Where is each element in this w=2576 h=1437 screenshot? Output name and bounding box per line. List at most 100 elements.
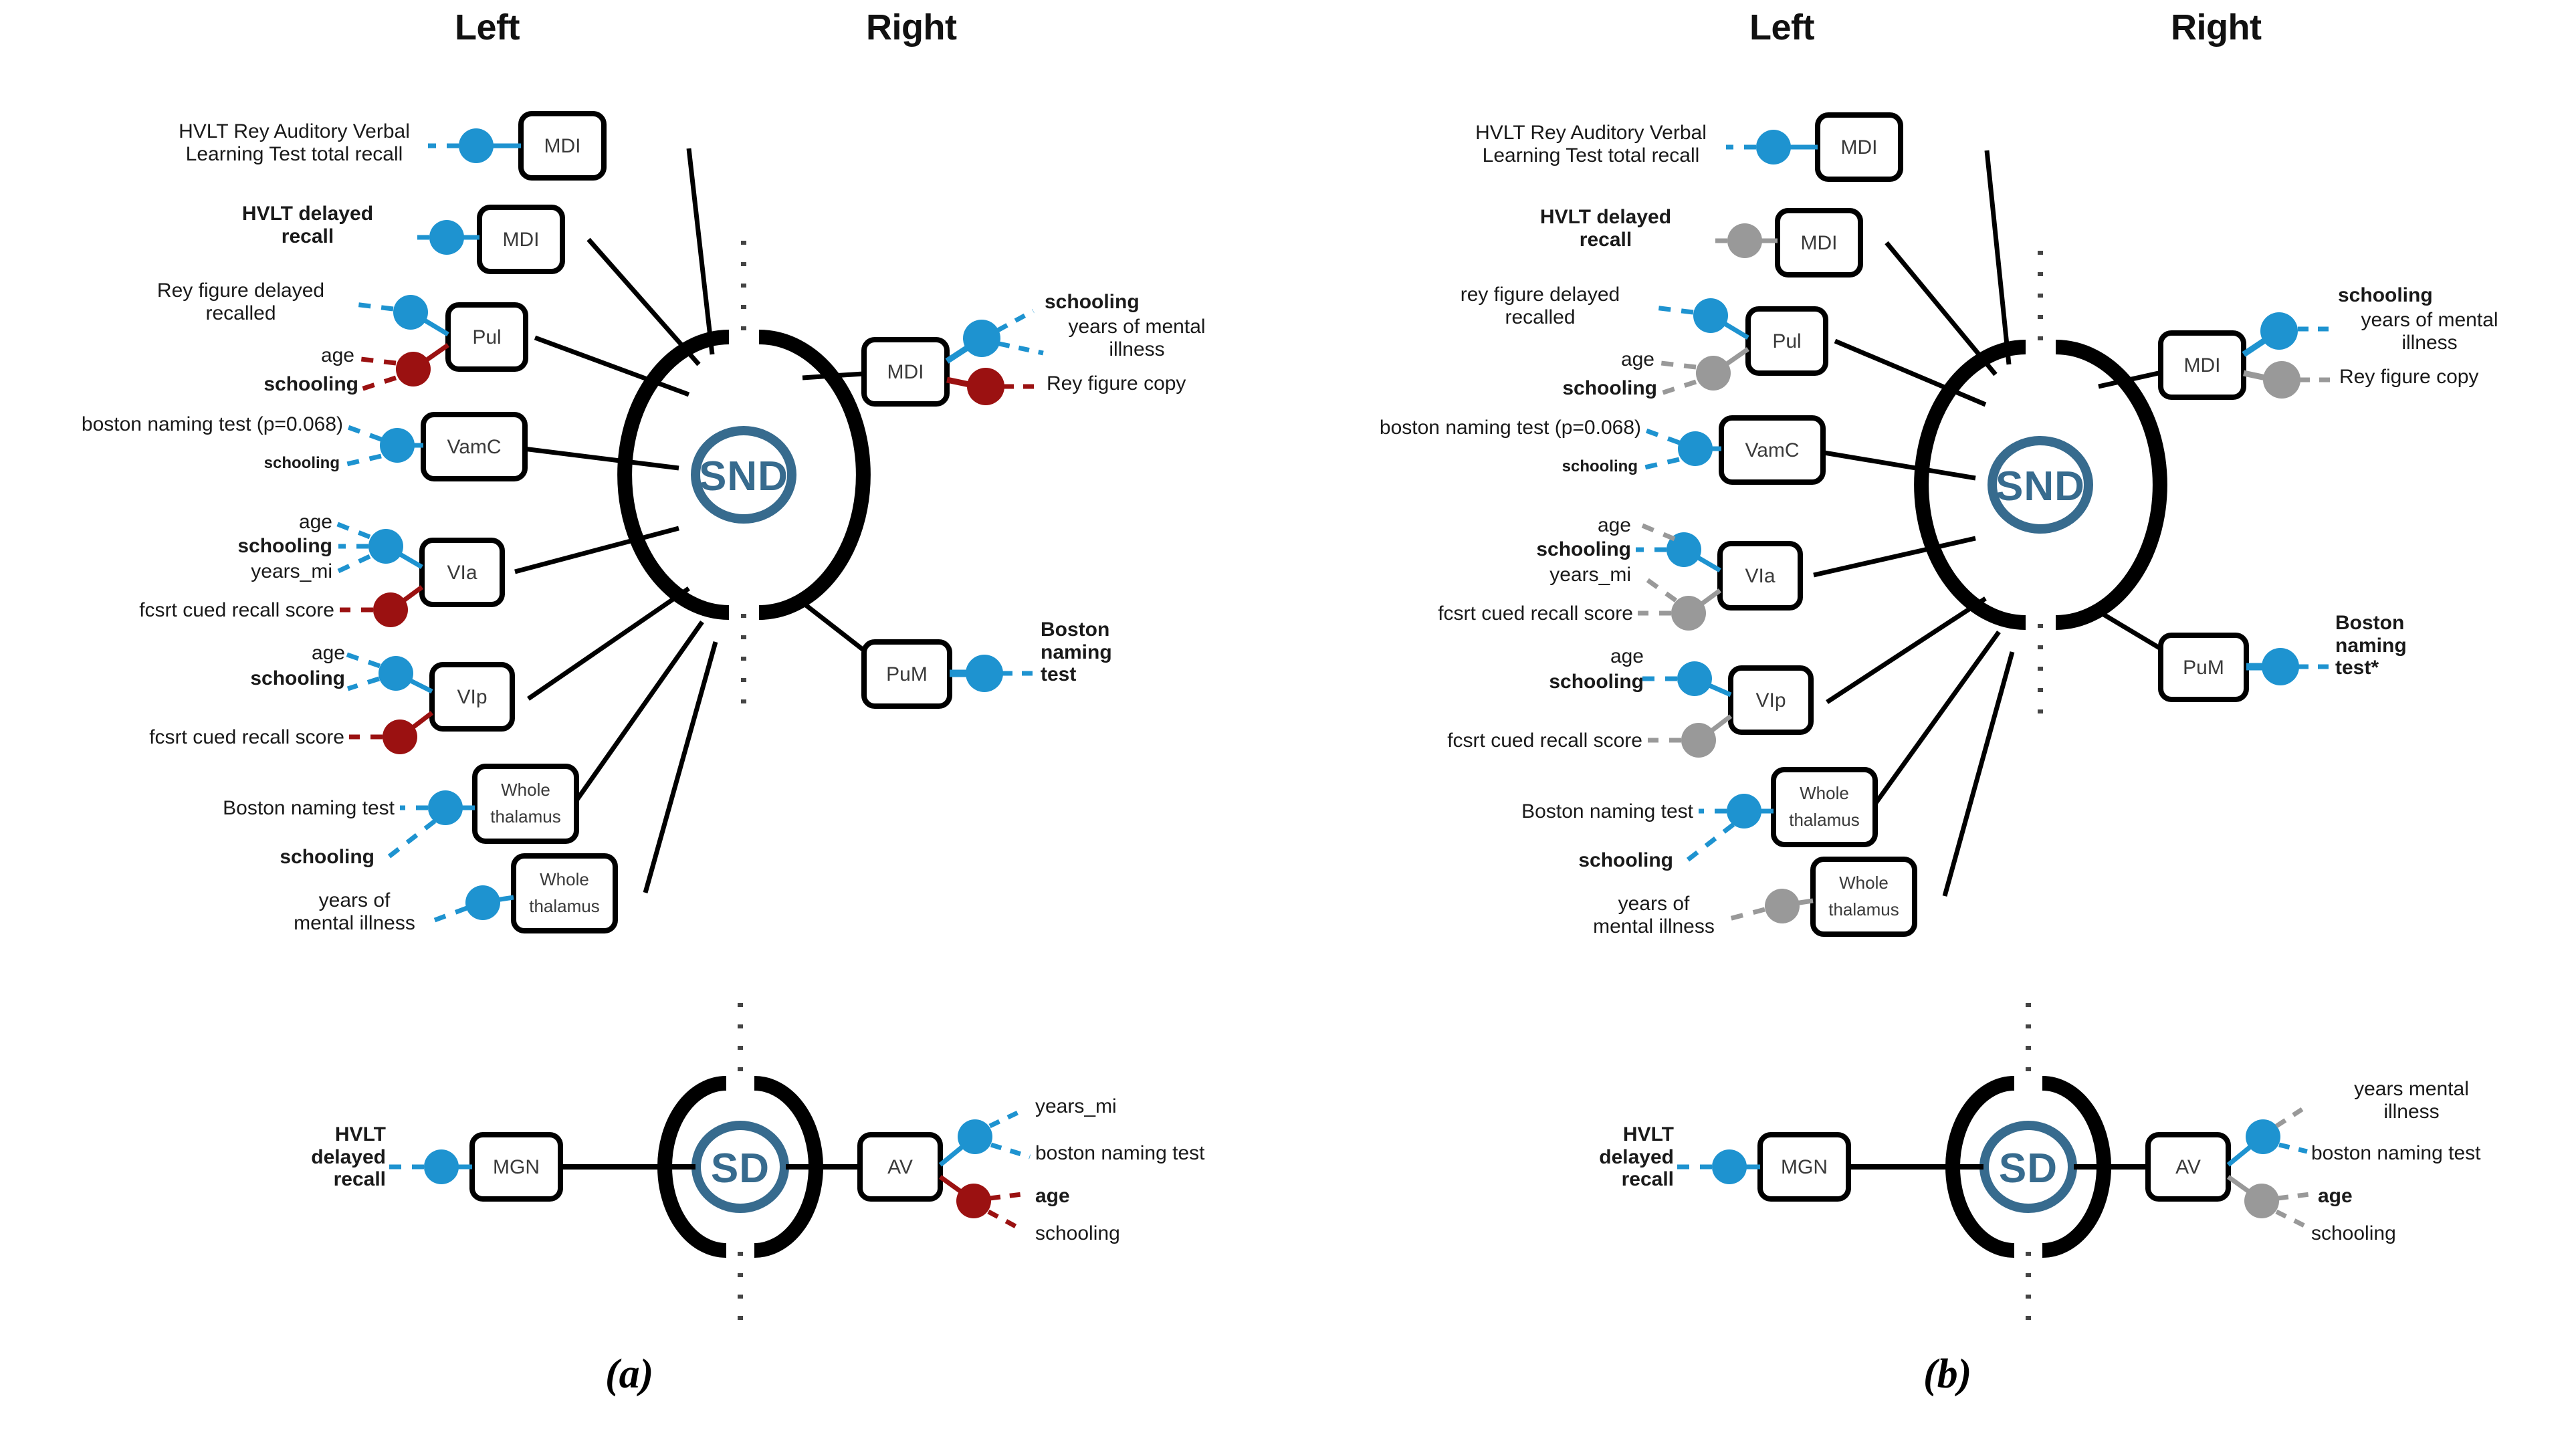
panel-a-graphics: SND MDI MDI Pul (333, 111, 1044, 1327)
panel-b-marker-right-mdi-gray (2243, 361, 2335, 399)
panel-a-label-schooling-av: schooling (1035, 1222, 1120, 1244)
panel-a-node-mgn[interactable]: MGN (469, 1132, 563, 1202)
panel-a-node-whole-thalamus-2[interactable]: Whole thalamus (511, 853, 618, 933)
svg-text:MDI: MDI (1801, 232, 1838, 254)
panel-a-node-whole-thalamus-1[interactable]: Whole thalamus (472, 764, 579, 844)
panel-a-label-boston-vamc: boston naming test (p=0.068) (81, 413, 343, 435)
panel-b-node-via[interactable]: VIa (1717, 541, 1803, 611)
panel-b-node-mgn[interactable]: MGN (1757, 1132, 1851, 1202)
panel-b-marker-right-pum-blue (2246, 648, 2331, 685)
panel-a-marker-5-red (340, 585, 424, 627)
panel-a-label-schooling-mdi-r: schooling (1045, 291, 1140, 313)
svg-text:MDI: MDI (544, 135, 581, 157)
panel-a-label-age-pul: age (320, 344, 354, 366)
svg-text:VIa: VIa (447, 562, 477, 584)
panel-a-node-vamc[interactable]: VamC (421, 412, 528, 481)
panel-b-letter: (b) (1923, 1351, 1972, 1397)
panel-a-label-via-blue-2: schooling (237, 535, 332, 557)
panel-b-graphics: SND MDI MDI Pul VamC (1636, 112, 2335, 1327)
panel-a-label-fcsrt-via: fcsrt cued recall score (139, 599, 334, 621)
panel-a-node-pul[interactable]: Pul (445, 302, 528, 372)
panel-b-node-mdi-1[interactable]: MDI (1815, 112, 1903, 182)
panel-b-node-mdi-2[interactable]: MDI (1775, 208, 1863, 278)
panel-a-node-av[interactable]: AV (857, 1132, 943, 1202)
panel-a-marker-3-red (360, 343, 449, 392)
panel-b-marker-1 (1726, 130, 1818, 164)
panel-a-label-via-blue-3: years_mi (251, 560, 332, 582)
panel-b-label-via-1: age (1597, 514, 1631, 536)
panel-a-marker-5-blue (333, 520, 423, 574)
panel-b-spokes-left (1813, 150, 2015, 897)
panel-a-label-schooling-wt: schooling (280, 846, 374, 868)
svg-text:VamC: VamC (1745, 439, 1799, 461)
panel-a-marker-mgn-blue (388, 1149, 472, 1184)
panel-b-marker-3-blue (1654, 298, 1749, 340)
panel-a-label-vip-blue-2: schooling (250, 667, 345, 689)
panel-a-node-via[interactable]: VIa (419, 538, 505, 607)
panel-a-node-pum[interactable]: PuM (861, 639, 952, 709)
svg-text:PuM: PuM (886, 663, 928, 685)
panel-a-sd-label: SD (711, 1145, 770, 1192)
svg-text:Whole: Whole (1800, 783, 1849, 803)
panel-a-marker-av-blue (938, 1107, 1031, 1167)
panel-b-node-pum[interactable]: PuM (2158, 633, 2249, 702)
panel-b-label-schooling-wt: schooling (1578, 849, 1673, 871)
panel-b: Left Right SND (1288, 0, 2576, 1437)
panel-a-marker-6-blue (344, 651, 433, 694)
panel-a-label-vip-blue-1: age (311, 642, 345, 664)
panel-a-label-schooling-pul: schooling (263, 373, 358, 395)
panel-a-letter: (a) (605, 1351, 654, 1397)
panel-a-snd-label: SND (699, 453, 788, 500)
panel-a-header-right: Right (866, 7, 957, 47)
panel-b-marker-5-gray (1638, 523, 1722, 631)
svg-text:Whole: Whole (540, 869, 589, 889)
svg-text:VIa: VIa (1745, 565, 1775, 587)
svg-text:AV: AV (887, 1156, 913, 1178)
panel-a-marker-4 (340, 424, 423, 468)
panel-b-node-vamc[interactable]: VamC (1719, 415, 1826, 485)
panel-b-node-vip[interactable]: VIp (1728, 665, 1814, 735)
panel-b-marker-2 (1708, 223, 1778, 258)
svg-text:MDI: MDI (887, 361, 924, 383)
panel-b-label-boston-vamc: boston naming test (p=0.068) (1379, 417, 1641, 439)
panel-a-marker-right-pum-blue (950, 655, 1037, 692)
panel-a-node-mdi-2[interactable]: MDI (477, 205, 565, 274)
panel-b-node-pul[interactable]: Pul (1745, 306, 1828, 376)
svg-text:MDI: MDI (503, 229, 540, 251)
svg-text:VamC: VamC (447, 436, 501, 458)
panel-a-marker-6-red (349, 711, 434, 754)
svg-text:VIp: VIp (457, 686, 487, 708)
svg-text:thalamus: thalamus (529, 896, 600, 916)
svg-text:thalamus: thalamus (1789, 810, 1860, 830)
panel-b-snd-hub: SND (1914, 340, 2167, 630)
svg-text:Pul: Pul (472, 326, 501, 348)
panel-b-node-whole-thalamus-2[interactable]: Whole thalamus (1810, 857, 1917, 937)
svg-text:VIp: VIp (1755, 689, 1786, 711)
panel-b-node-av[interactable]: AV (2145, 1132, 2231, 1202)
panel-b-header-right: Right (2171, 7, 2262, 47)
panel-a-node-mdi-right[interactable]: MDI (861, 337, 950, 407)
panel-b-label-schooling-av: schooling (2311, 1222, 2396, 1244)
panel-a-label-boston-wt: Boston naming test (223, 797, 395, 819)
panel-a-node-vip[interactable]: VIp (429, 662, 515, 732)
panel-a-header-left: Left (455, 7, 520, 47)
panel-b-label-vip-2: schooling (1549, 671, 1644, 693)
panel-a-node-mdi-1[interactable]: MDI (518, 111, 607, 181)
panel-b-label-boston-wt: Boston naming test (1521, 800, 1693, 822)
svg-text:Pul: Pul (1772, 330, 1801, 352)
svg-text:Whole: Whole (1839, 873, 1889, 893)
panel-b-node-mdi-right[interactable]: MDI (2158, 330, 2246, 400)
panel-b-label-age-av: age (2318, 1185, 2353, 1207)
panel-a-snd-hub: SND (617, 330, 871, 620)
panel-b-marker-7 (1678, 794, 1774, 868)
panel-b-node-whole-thalamus-1[interactable]: Whole thalamus (1771, 767, 1878, 847)
svg-text:MGN: MGN (493, 1156, 540, 1178)
